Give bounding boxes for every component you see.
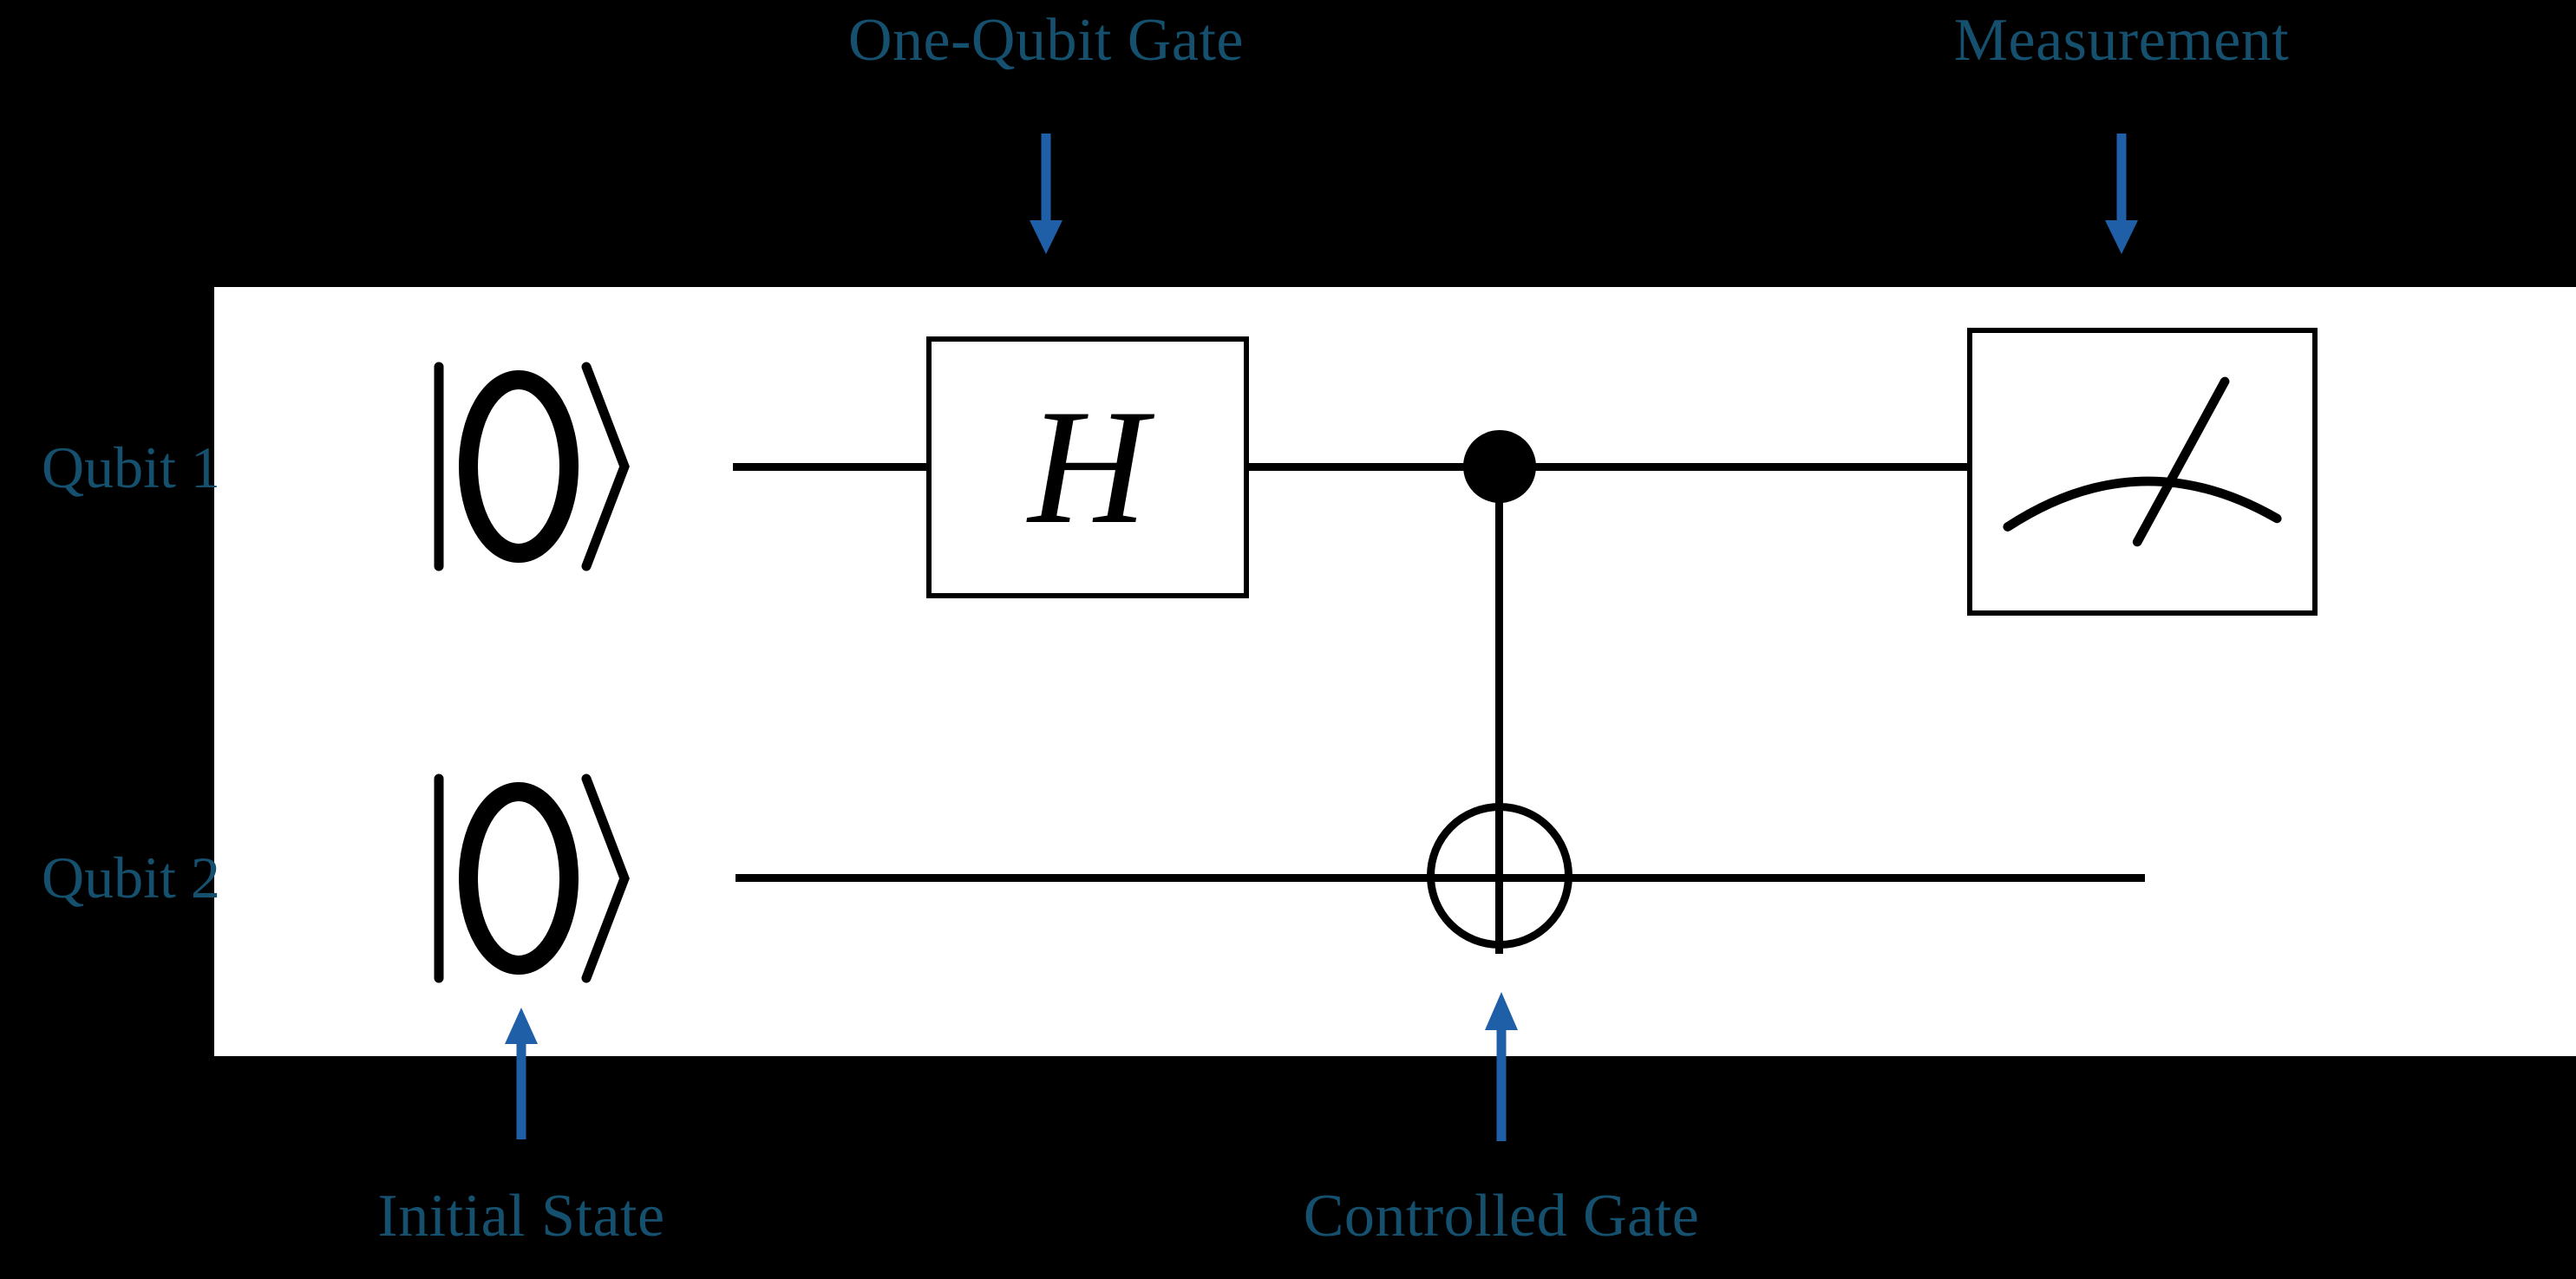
wire-qubit-1-segment-b — [1249, 463, 1499, 471]
annotation-label-initial-state: Initial State — [377, 1183, 665, 1250]
annotation-arrow-one-qubit-gate — [1022, 130, 1070, 256]
ket-qubit-1 — [423, 351, 631, 582]
ket-qubit-2-glyph — [434, 773, 630, 983]
measurement-meter-icon — [2003, 376, 2282, 547]
wire-qubit-1-segment-c — [1499, 463, 1967, 471]
annotation-arrow-initial-state — [497, 1004, 546, 1143]
qubit-2-row-label: Qubit 2 — [42, 845, 220, 910]
annotation-arrow-measurement — [2097, 130, 2146, 256]
annotation-label-measurement: Measurement — [1953, 7, 2290, 74]
cnot-target-circle[interactable] — [1427, 803, 1572, 949]
measurement-gate[interactable] — [1967, 328, 2318, 616]
cnot-control-dot[interactable] — [1463, 430, 1536, 503]
qubit-1-row-label: Qubit 1 — [42, 434, 220, 500]
annotation-label-controlled-gate: Controlled Gate — [1303, 1183, 1700, 1250]
annotation-arrow-controlled-gate — [1477, 989, 1526, 1145]
ket-qubit-1-glyph — [434, 362, 630, 571]
hadamard-gate[interactable]: H — [926, 336, 1249, 598]
annotation-label-one-qubit-gate: One-Qubit Gate — [847, 7, 1245, 74]
hadamard-gate-letter: H — [1028, 376, 1147, 558]
wire-qubit-1-segment-a — [733, 463, 926, 471]
ket-qubit-2 — [423, 763, 631, 994]
cnot-vertical-link — [1495, 467, 1503, 954]
